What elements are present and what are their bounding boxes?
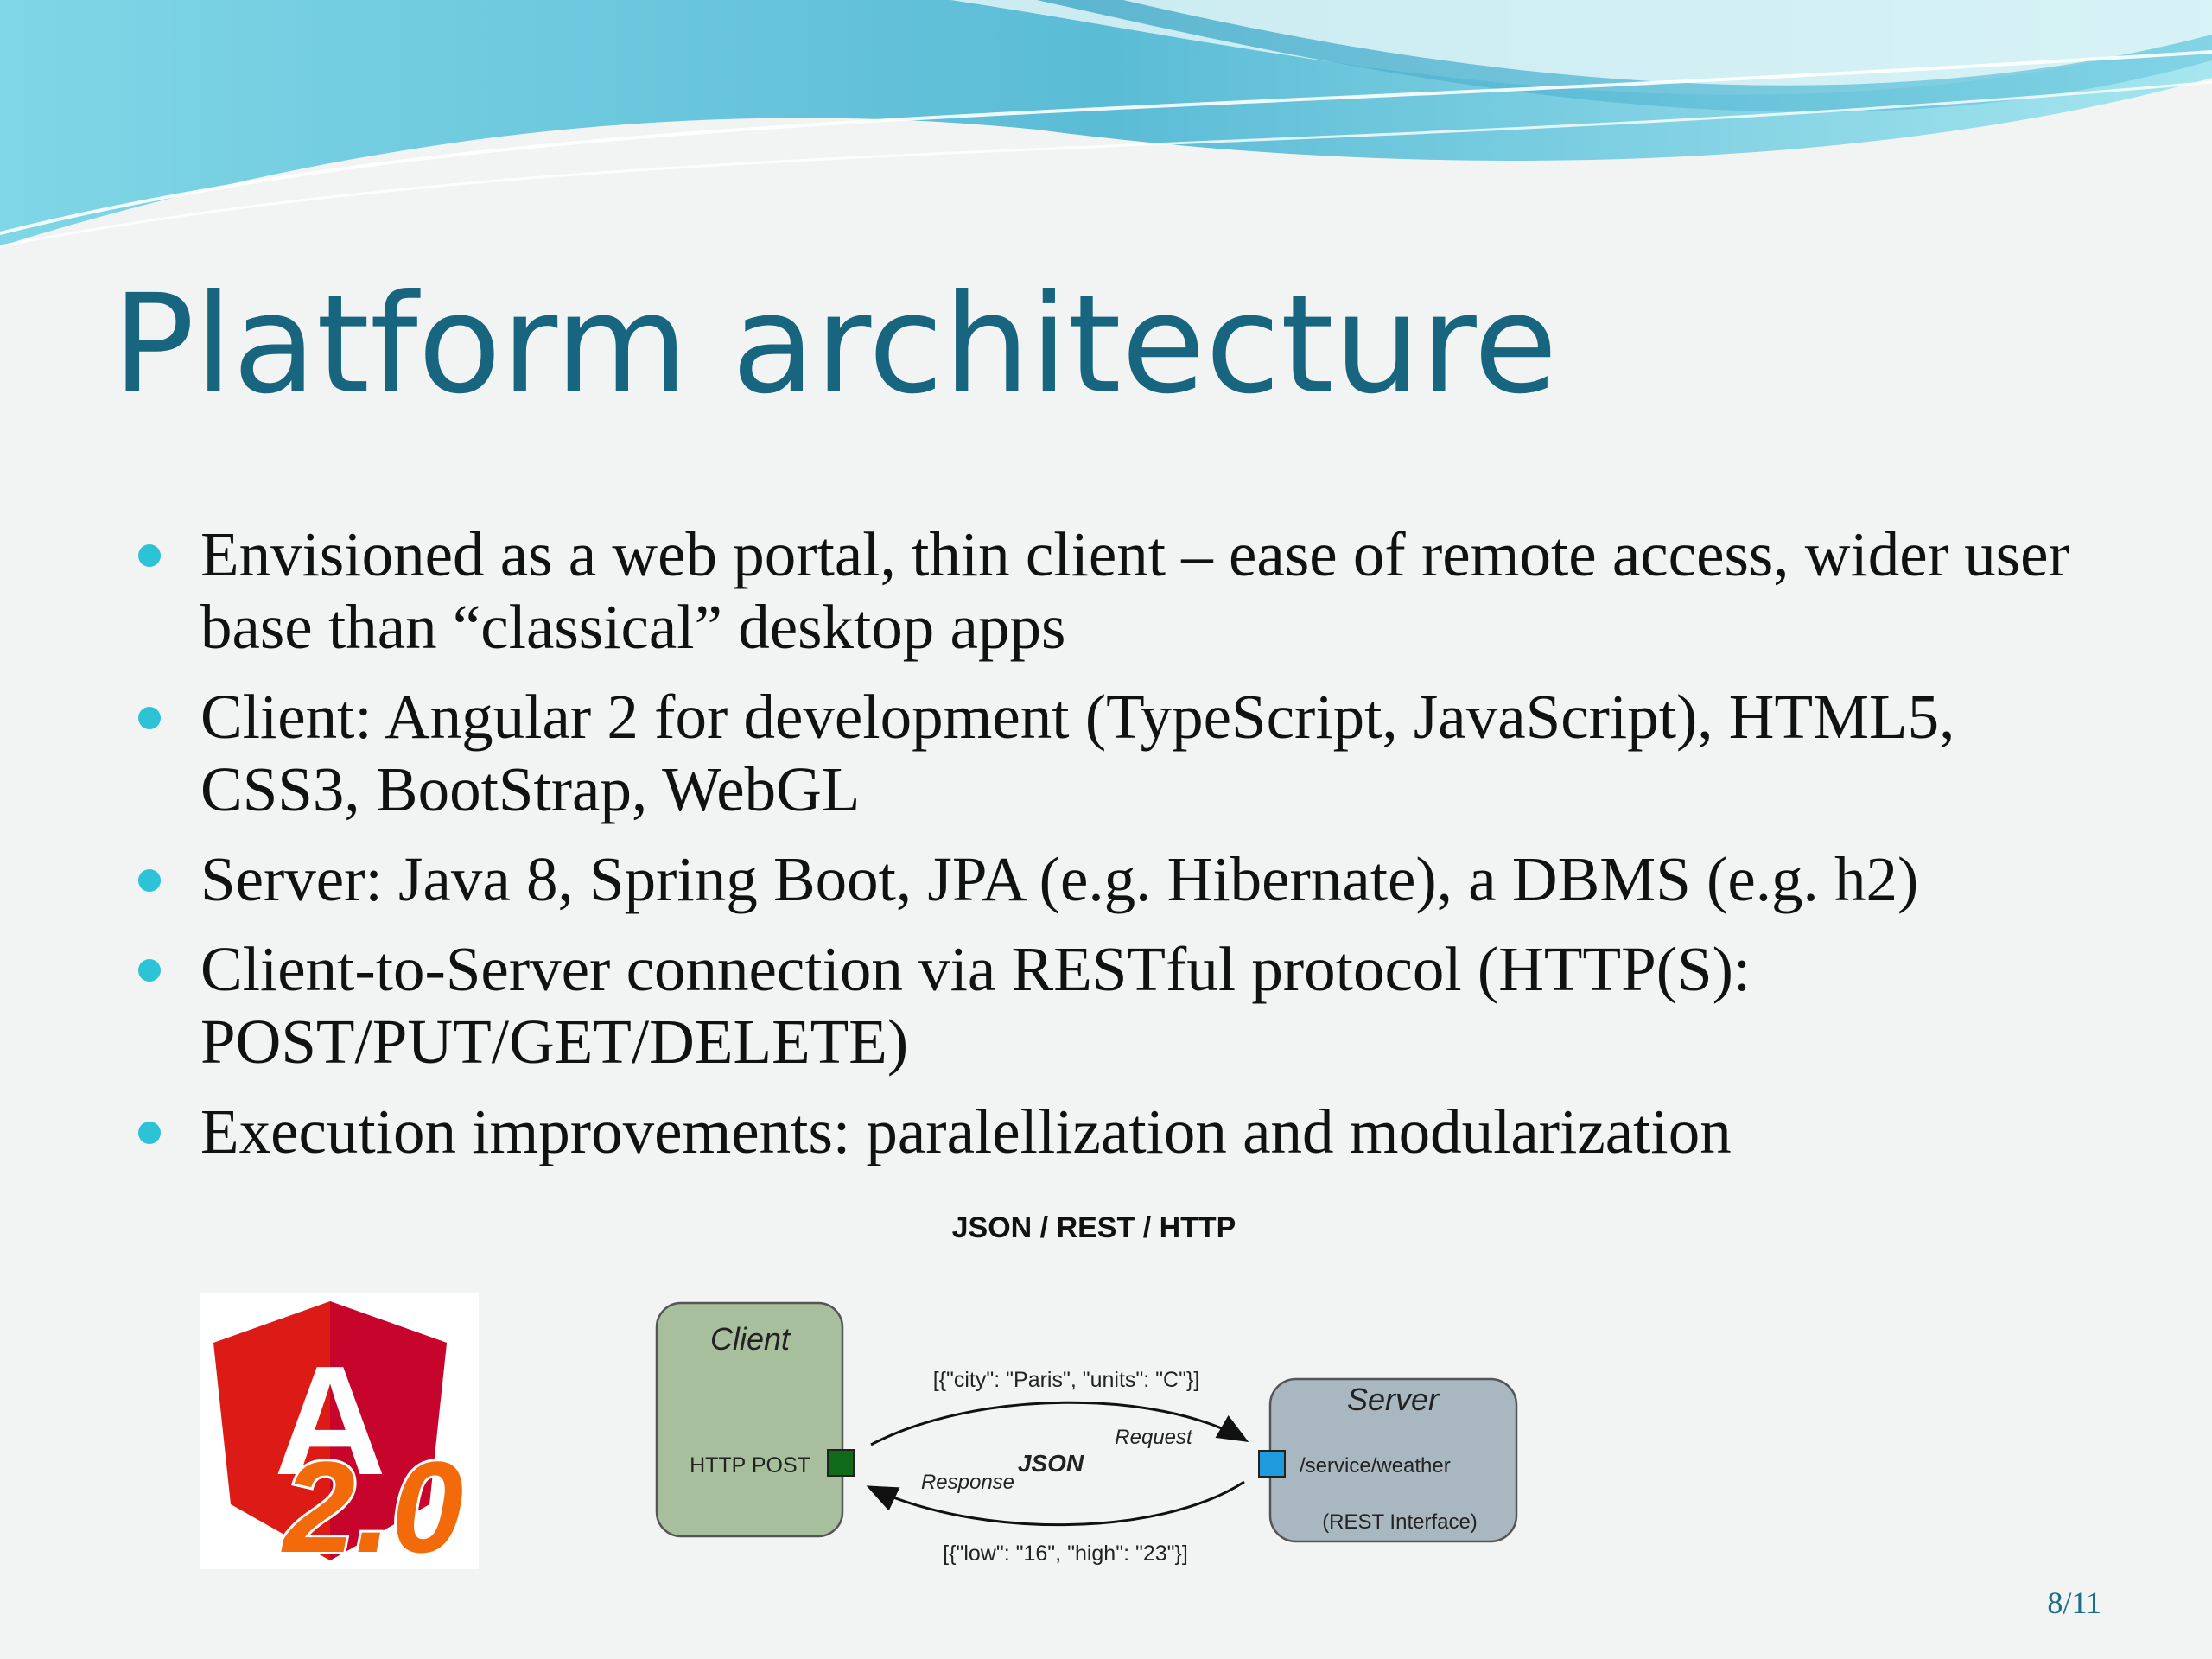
header-wave-decoration [0,0,2212,248]
bullet-icon [138,959,161,982]
server-port [1258,1450,1286,1478]
bullet-text: Client-to-Server connection via RESTful … [200,934,1751,1077]
bullet-item: Execution improvements: paralellization … [138,1096,2126,1168]
bullet-text: Envisioned as a web portal, thin client … [200,519,2069,662]
bullet-item: Server: Java 8, Spring Boot, JPA (e.g. H… [138,843,2126,916]
bullet-item: Client-to-Server connection via RESTful … [138,933,2126,1078]
client-server-diagram: Client HTTP POST Server /service/weather… [655,1301,1518,1566]
response-payload: [{"low": "16", "high": "23"}] [943,1541,1188,1566]
bullet-icon [138,544,161,567]
bullet-text: Server: Java 8, Spring Boot, JPA (e.g. H… [200,844,1919,914]
bullet-icon [138,1122,161,1144]
json-label: JSON [1018,1450,1084,1477]
request-arrow [870,1401,1249,1446]
request-label: Request [1115,1426,1193,1449]
request-payload: [{"city": "Paris", "units": "C"}] [933,1368,1200,1392]
page-number: 8/11 [2047,1586,2101,1620]
angular-letter: A [274,1334,386,1508]
response-label: Response [921,1471,1014,1494]
server-endpoint: /service/weather [1300,1454,1451,1478]
angular-2-logo: A 2.0 [200,1293,479,1569]
client-port [827,1449,855,1477]
bullet-icon [138,707,161,729]
server-interface: (REST Interface) [1322,1510,1478,1534]
client-method: HTTP POST [690,1453,810,1478]
bullet-item: Client: Angular 2 for development (TypeS… [138,681,2126,826]
server-label: Server [1347,1382,1440,1417]
bullet-list: Envisioned as a web portal, thin client … [138,518,2126,1185]
diagram-title: JSON / REST / HTTP [951,1211,1236,1244]
client-label: Client [710,1321,791,1357]
slide-title: Platform architecture [112,265,1558,424]
response-arrow [866,1480,1245,1527]
version-label: 2.0 [281,1434,464,1569]
bullet-text: Client: Angular 2 for development (TypeS… [200,682,1955,824]
bullet-icon [138,869,161,892]
client-box [655,1301,844,1538]
bullet-text: Execution improvements: paralellization … [200,1096,1732,1166]
bullet-item: Envisioned as a web portal, thin client … [138,518,2126,664]
